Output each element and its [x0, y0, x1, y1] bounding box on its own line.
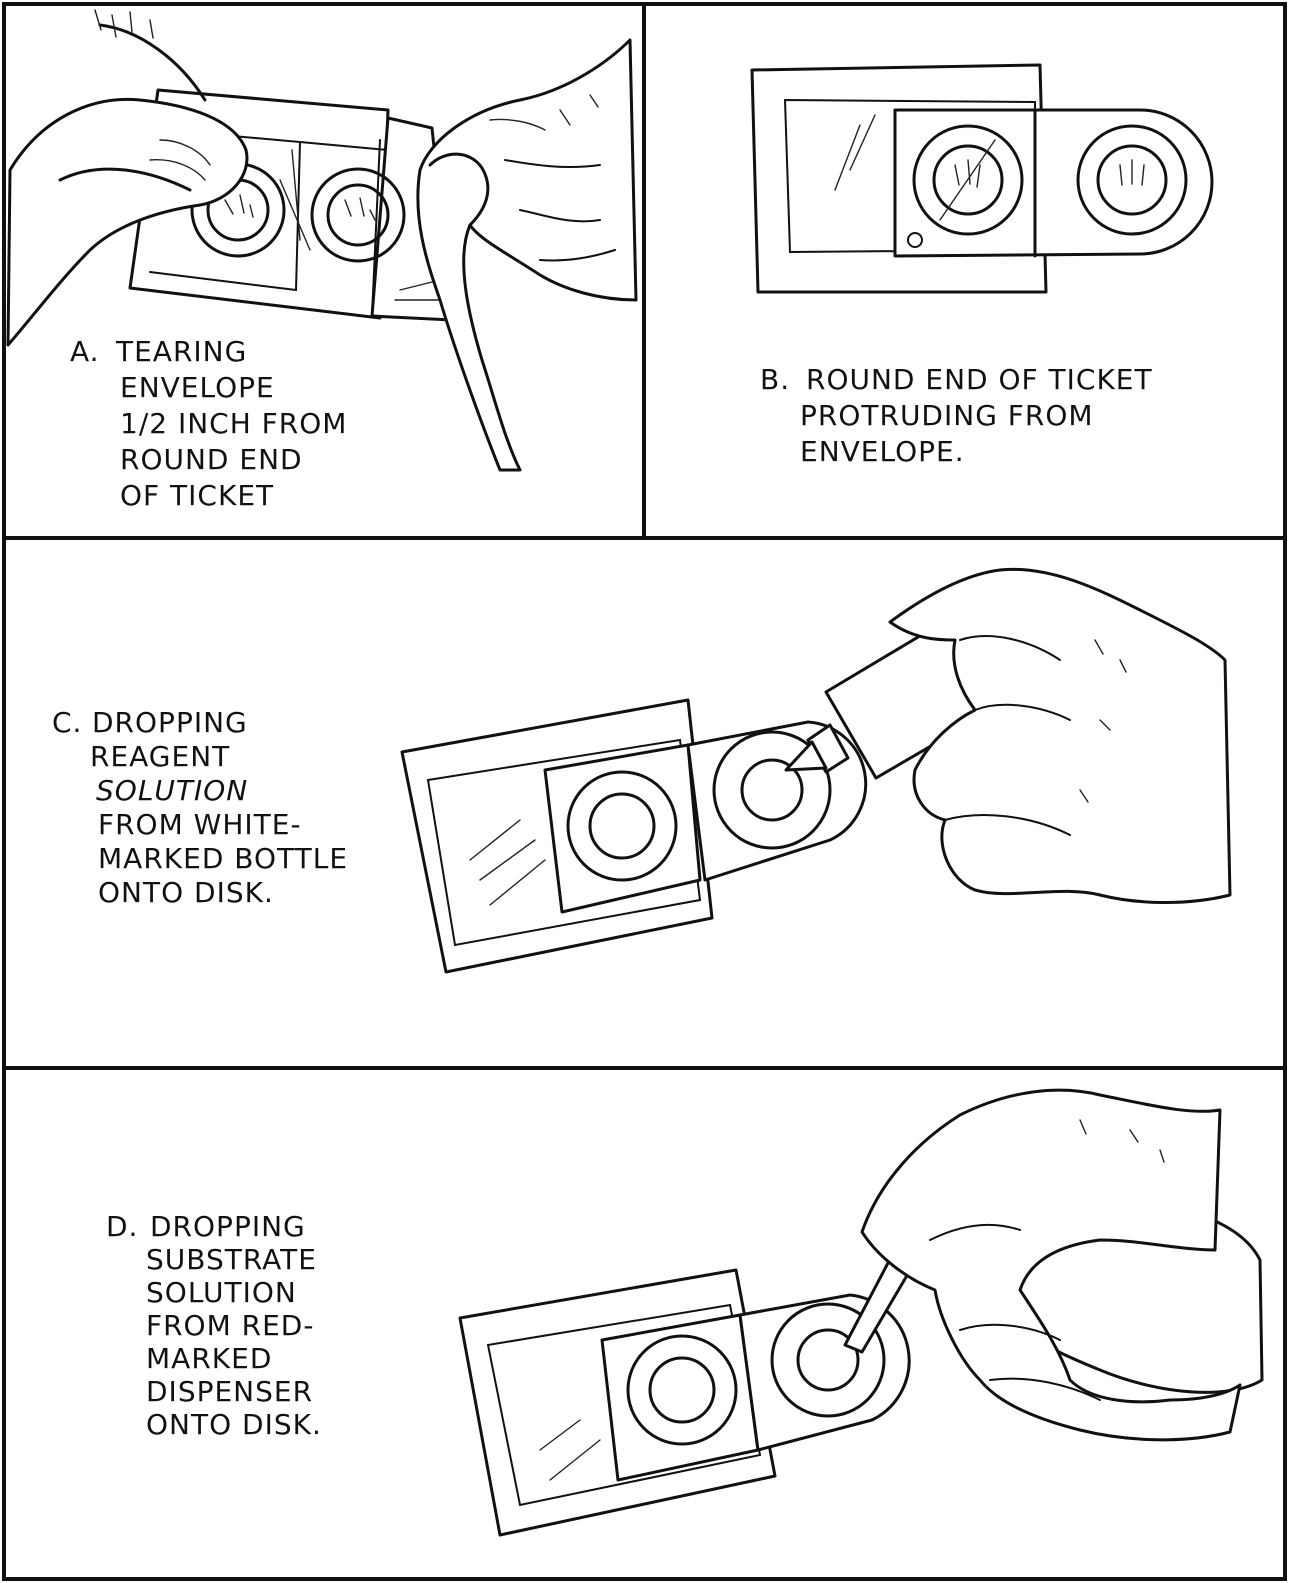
caption-a: A.TEARING ENVELOPE 1/2 INCH FROM ROUND E…: [70, 334, 347, 514]
caption-c-line-1: DROPPING: [92, 706, 248, 739]
hand-c: [890, 569, 1230, 902]
right-hand: [418, 40, 636, 470]
caption-d-line-3: SOLUTION: [106, 1276, 322, 1309]
caption-b-line-2: PROTRUDING FROM: [760, 398, 1153, 434]
caption-d-line-6: DISPENSER: [106, 1375, 322, 1408]
caption-b-label: B.: [760, 362, 806, 398]
panel-d-drawing: [460, 1090, 1262, 1535]
caption-d-line-4: FROM RED-: [106, 1309, 322, 1342]
caption-d: D.DROPPING SUBSTRATE SOLUTION FROM RED- …: [106, 1210, 322, 1441]
caption-c: C.DROPPING REAGENT SOLUTION FROM WHITE- …: [52, 706, 348, 910]
caption-d-line-5: MARKED: [106, 1342, 322, 1375]
caption-a-line-3: 1/2 INCH FROM: [70, 406, 347, 442]
caption-d-line-7: ONTO DISK.: [106, 1408, 322, 1441]
caption-d-label: D.: [106, 1210, 150, 1243]
caption-a-line-4: ROUND END: [70, 442, 347, 478]
caption-a-line-1: TEARING: [116, 335, 247, 368]
caption-c-line-4: FROM WHITE-: [52, 808, 348, 842]
panel-c-drawing: [402, 569, 1230, 972]
caption-b: B.ROUND END OF TICKET PROTRUDING FROM EN…: [760, 362, 1153, 470]
caption-c-line-3: SOLUTION: [52, 774, 348, 808]
panel-b-drawing: [752, 65, 1212, 292]
caption-a-line-2: ENVELOPE: [70, 370, 347, 406]
caption-b-line-3: ENVELOPE.: [760, 434, 1153, 470]
caption-d-line-2: SUBSTRATE: [106, 1243, 322, 1276]
caption-b-line-1: ROUND END OF TICKET: [806, 363, 1153, 396]
caption-c-line-6: ONTO DISK.: [52, 876, 348, 910]
caption-a-label: A.: [70, 334, 116, 370]
caption-a-line-5: OF TICKET: [70, 478, 347, 514]
caption-d-line-1: DROPPING: [150, 1210, 306, 1243]
caption-c-line-2: REAGENT: [52, 740, 348, 774]
caption-c-label: C.: [52, 706, 92, 740]
caption-c-line-5: MARKED BOTTLE: [52, 842, 348, 876]
